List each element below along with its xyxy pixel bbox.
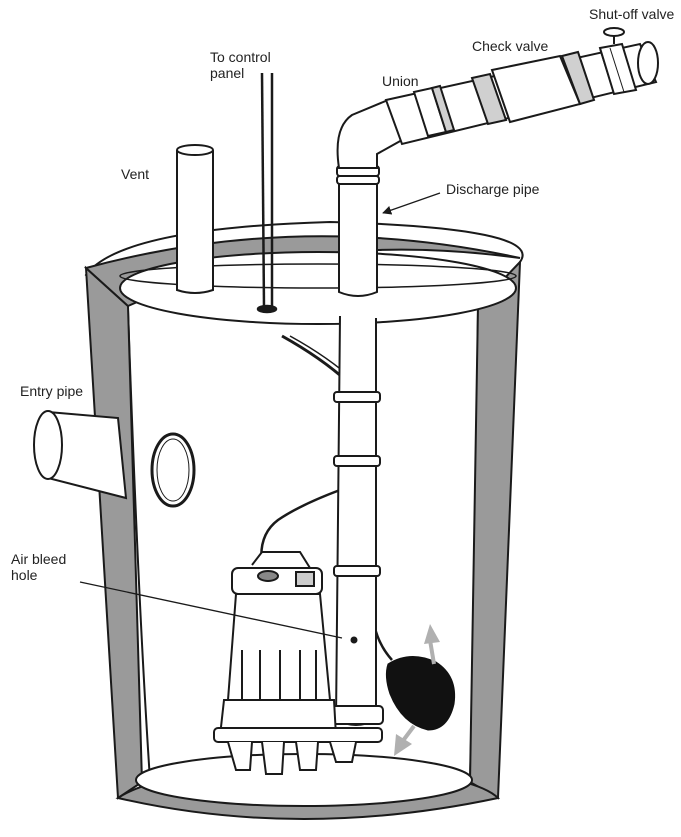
shut-off-valve [598, 27, 638, 96]
check-valve [470, 50, 596, 126]
sump-pump [213, 551, 383, 775]
label-union: Union [382, 73, 419, 89]
label-check-valve: Check valve [472, 38, 549, 54]
label-vent: Vent [121, 166, 150, 182]
vent-pipe [176, 144, 214, 294]
basin-wall-right [468, 259, 522, 800]
float-travel-arrows [394, 624, 440, 756]
entry-hole [150, 432, 196, 508]
union [412, 84, 456, 138]
float-switch [385, 656, 456, 731]
entry-pipe [33, 410, 128, 500]
label-discharge-pipe: Discharge pipe [446, 181, 540, 197]
basin-wall-left [84, 265, 144, 800]
air-bleed-hole [350, 636, 358, 644]
label-entry-pipe: Entry pipe [20, 383, 84, 399]
leader-lines [79, 192, 441, 639]
label-to-control-panel: To control panel [210, 49, 271, 81]
label-shut-off-valve: Shut-off valve [589, 6, 675, 22]
label-air-bleed-hole: Air bleed hole [11, 551, 67, 583]
basin [83, 220, 524, 820]
